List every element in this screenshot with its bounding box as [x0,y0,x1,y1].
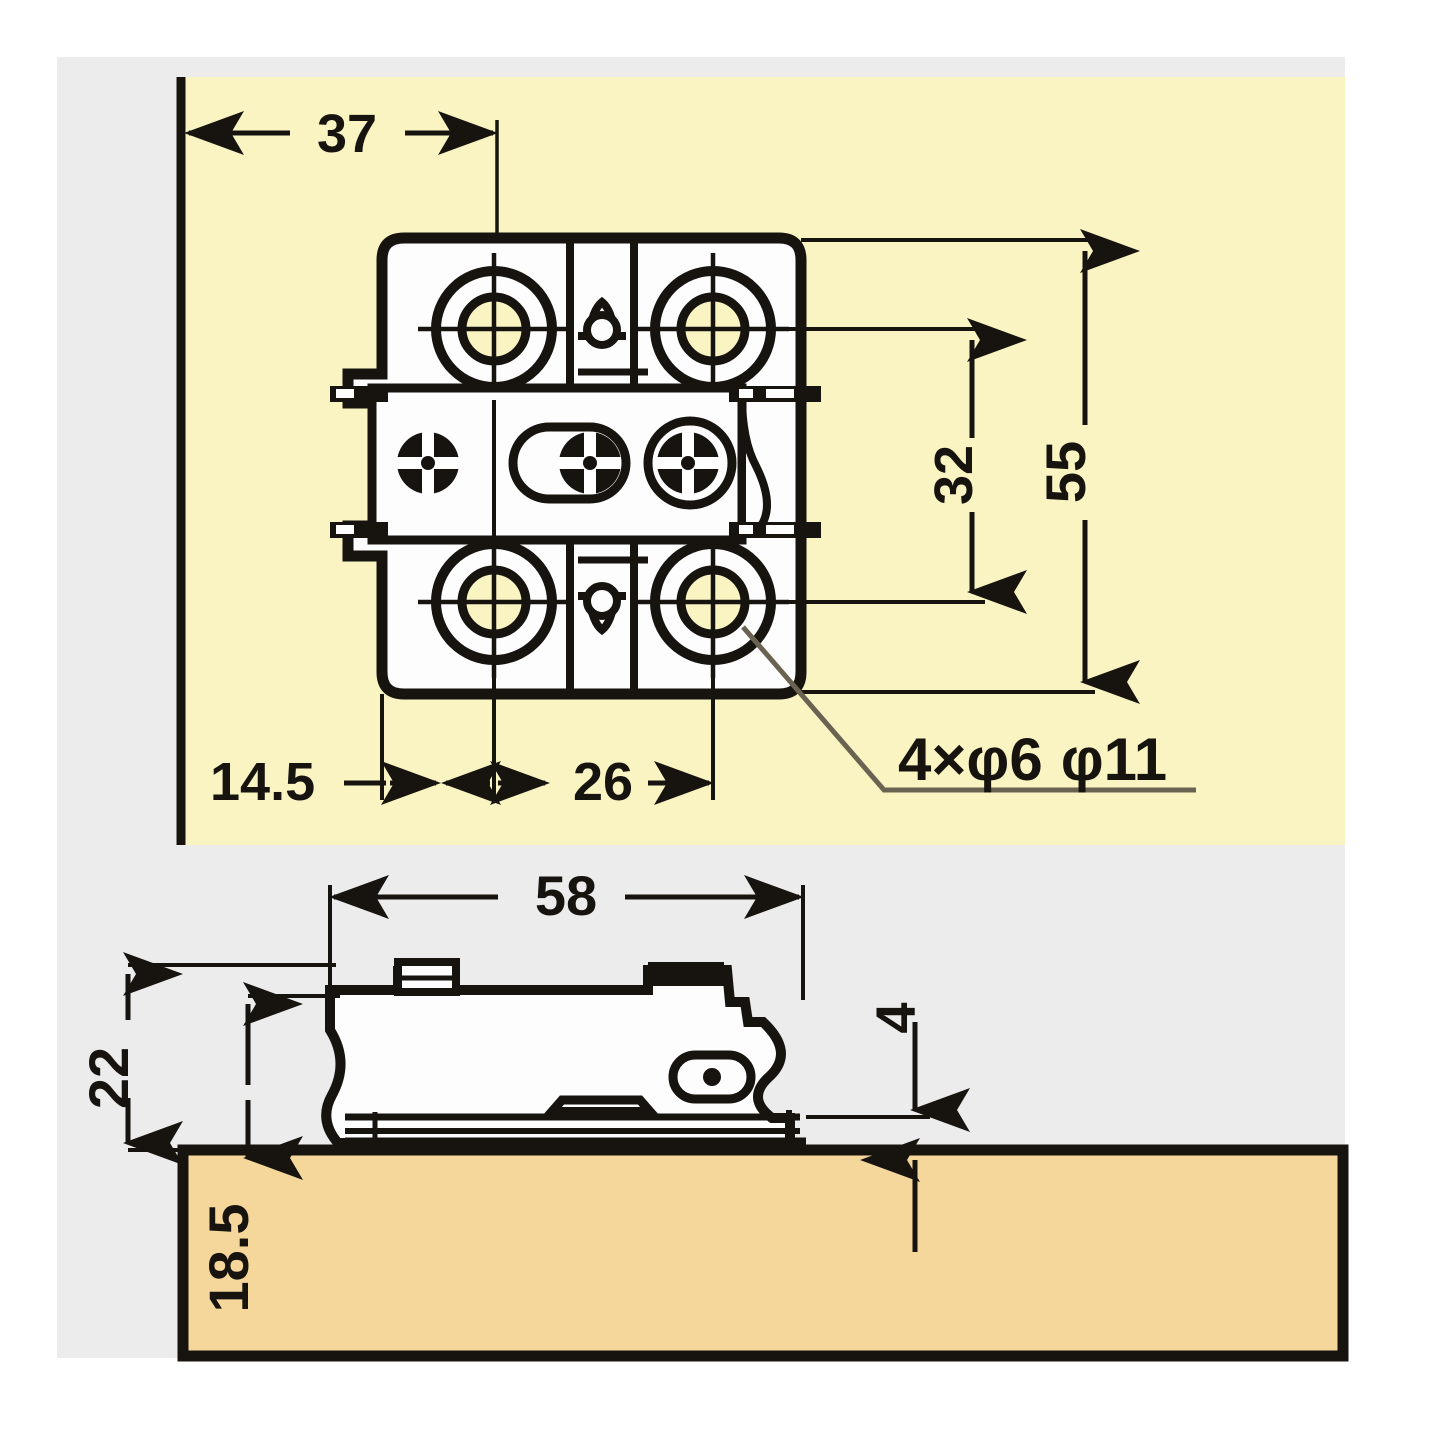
callout-leader-line [741,625,1196,793]
side-view: 58 [77,864,1349,1362]
mounting-hole-upper-left [418,253,570,405]
dim-18-5-label: 18.5 [197,1204,260,1313]
dim-37-label: 37 [317,104,377,164]
side-oval-slot [668,1050,756,1104]
mounting-hole-upper-right [637,253,789,405]
callout-symbol-2: φ [1061,726,1104,793]
dim-58-group: 58 [328,864,805,1000]
dim-32-group: 32 [924,318,1027,614]
dim-4-group: 4 [806,1002,970,1252]
screw-right [643,416,737,510]
base-plate-stack [345,1110,806,1147]
dim-4-label: 4 [864,1002,927,1033]
screw-centre-slot [508,422,631,504]
top-tab-right [648,962,724,986]
dim-55-group: 55 [1034,229,1140,704]
dim-55-label: 55 [1034,441,1097,503]
dim-14-5-group: 14.5 [210,752,501,812]
hinge-plate-front [330,232,821,700]
plate-side-outline [321,965,795,1148]
shelf-board [177,1144,1349,1362]
dim-22-label: 22 [77,1047,140,1109]
front-view-extension-lines [789,238,1095,694]
dim-26-label: 26 [573,752,633,812]
mounting-tabs-upper [330,386,821,402]
dim-58-label: 58 [535,864,597,927]
dim-18-5-group: 18.5 [197,982,340,1313]
front-view: 37 [176,77,1196,845]
dim-14-5-label: 14.5 [210,752,315,812]
hinge-plate-side [321,958,806,1148]
dim-22-group: 22 [77,952,336,1165]
callout-symbol-1: φ [966,726,1009,793]
callout-counterbore: 11 [1104,726,1167,793]
callout-quantity: 4× [898,726,966,793]
dim-26-group: 26 [490,752,714,812]
mounting-tabs-lower [330,522,821,538]
dim-32-label: 32 [924,445,984,505]
callout-bore: 6 [1009,726,1042,793]
screw-left [397,432,459,494]
